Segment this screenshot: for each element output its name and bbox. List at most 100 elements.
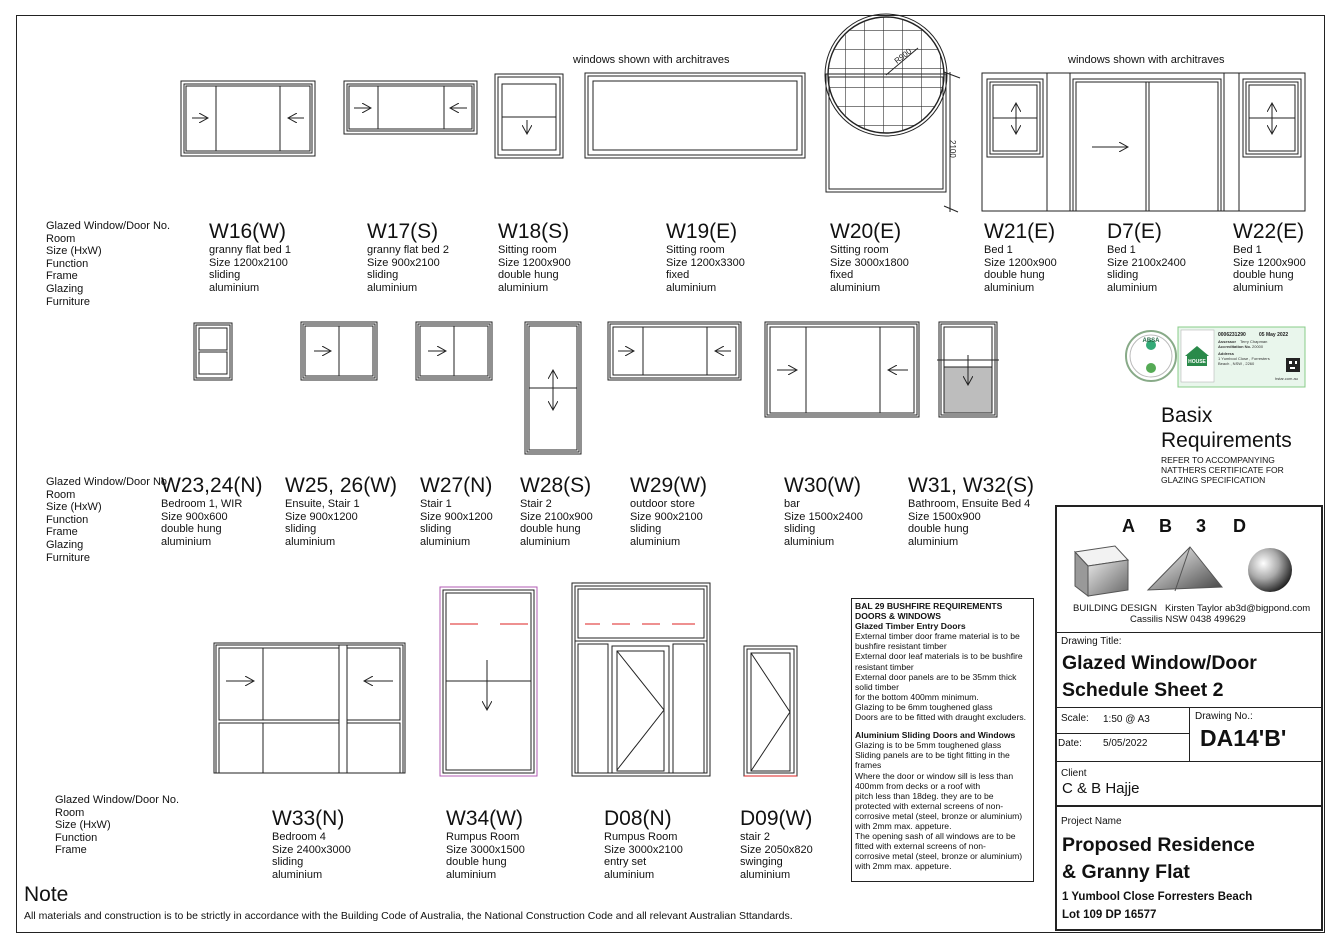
- client-name: C & B Hajje: [1062, 780, 1140, 797]
- w19-elevation: [584, 72, 806, 159]
- bal-note-line: Aluminium Sliding Doors and Windows: [855, 730, 1016, 741]
- architrave-note-1: windows shown with architraves: [573, 54, 730, 66]
- drawing-no: DA14'B': [1200, 725, 1287, 751]
- bal-note-line: corrosive metal (steel, bronze or alumin…: [855, 810, 1023, 821]
- bal-note-line: External timber door frame material is t…: [855, 631, 1020, 642]
- bal-note-line: with 2mm max. appeture.: [855, 820, 952, 831]
- svg-text:05 May 2022: 05 May 2022: [1259, 332, 1288, 338]
- w20-elevation: 2100 R900: [824, 13, 961, 213]
- bal-note-line: corrosive metal (steel, bronze or alumin…: [855, 851, 1023, 862]
- divider: [1057, 733, 1189, 734]
- project-lot: Lot 109 DP 16577: [1062, 909, 1157, 921]
- title-block: [1055, 505, 1323, 931]
- bal-note-line: for the bottom 400mm minimum.: [855, 691, 979, 702]
- scale-value: 1:50 @ A3: [1103, 714, 1150, 725]
- d09-elevation: [743, 645, 798, 777]
- bal-note-line: The opening sash of all windows are to b…: [855, 831, 1016, 842]
- sheet-border: [16, 15, 1325, 933]
- w27-elevation: [415, 321, 493, 381]
- divider: [1057, 805, 1321, 807]
- bal-note-line: pitch less than 18deg. they are to be: [855, 790, 994, 801]
- svg-text:hstar.com.au: hstar.com.au: [1275, 376, 1298, 381]
- svg-text:Assessor: Assessor: [1218, 339, 1236, 344]
- bal-note-line: frames: [855, 760, 882, 771]
- note-text: All materials and construction is to be …: [24, 910, 793, 922]
- scale-label: Scale:: [1061, 713, 1089, 724]
- w23-elevation: [193, 322, 233, 381]
- bal-note-line: Glazing is to be 5mm toughened glass: [855, 740, 1002, 751]
- w29-elevation: [607, 321, 742, 381]
- date-value: 5/05/2022: [1103, 738, 1148, 749]
- project-address: 1 Yumbool Close Forresters Beach: [1062, 891, 1253, 903]
- date-label: Date:: [1058, 738, 1082, 749]
- project-name: Proposed Residence& Granny Flat: [1062, 834, 1255, 883]
- bal-note-line: resistant timber: [855, 661, 914, 672]
- svg-text:Accreditation No.: Accreditation No.: [1218, 344, 1251, 349]
- w31-elevation: [937, 321, 999, 418]
- bal-note-line: Doors are to be fitted with draught excl…: [855, 712, 1027, 723]
- bal-note-line: with 2mm max. appeture.: [855, 861, 952, 872]
- bal-note-line: External door panels are to be 35mm thic…: [855, 671, 1017, 682]
- drawing-title-label: Drawing Title:: [1061, 636, 1122, 647]
- company-contact: Kirsten Taylor ab3d@bigpond.com: [1165, 603, 1311, 614]
- divider: [1189, 707, 1190, 761]
- bal-note-line: Glazing to be 6mm toughened glass: [855, 701, 993, 712]
- svg-text:1 Yumbool Close , Forresters: 1 Yumbool Close , Forresters: [1218, 356, 1270, 361]
- svg-text:Terry Chapman: Terry Chapman: [1240, 339, 1267, 344]
- w28-elevation: [524, 321, 582, 455]
- w33-elevation: [213, 642, 406, 774]
- svg-text:Beach , NSW , 2260: Beach , NSW , 2260: [1218, 361, 1255, 366]
- bal-note-line: BAL 29 BUSHFIRE REQUIREMENTS: [855, 601, 1003, 611]
- bal-note-line: Glazed Timber Entry Doors: [855, 621, 966, 632]
- project-label: Project Name: [1061, 816, 1122, 827]
- ab3d-logo: [1073, 545, 1292, 598]
- w17-elevation: [343, 80, 478, 135]
- absa-label: ABSA: [1142, 338, 1160, 344]
- client-label: Client: [1061, 768, 1087, 779]
- bal-note-line: 400mm from decks or a roof with: [855, 780, 981, 791]
- bal-note-line: Sliding panels are to be tight fitting i…: [855, 750, 1010, 761]
- architrave-note-2: windows shown with architraves: [1068, 54, 1225, 66]
- w34-elevation: [439, 586, 538, 777]
- w30-elevation: [764, 321, 920, 418]
- w21-d7-w22-elevation: [981, 72, 1306, 212]
- company-location: Cassilis NSW 0438 499629: [1130, 614, 1246, 625]
- dim-2100: 2100: [948, 140, 957, 158]
- w16-elevation: [180, 80, 316, 157]
- bal-note-line: Where the door or window sill is less th…: [855, 770, 1014, 781]
- company-name: BUILDING DESIGN: [1073, 603, 1157, 614]
- w18-elevation: [494, 73, 564, 159]
- bal-note-line: bushfire resistant timber: [855, 641, 947, 652]
- drawing-no-label: Drawing No.:: [1195, 711, 1253, 722]
- house-label: HOUSE: [1188, 359, 1206, 365]
- bal-note-line: DOORS & WINDOWS: [855, 611, 941, 622]
- d08-elevation: [571, 582, 711, 777]
- svg-text:0006231290: 0006231290: [1218, 332, 1246, 338]
